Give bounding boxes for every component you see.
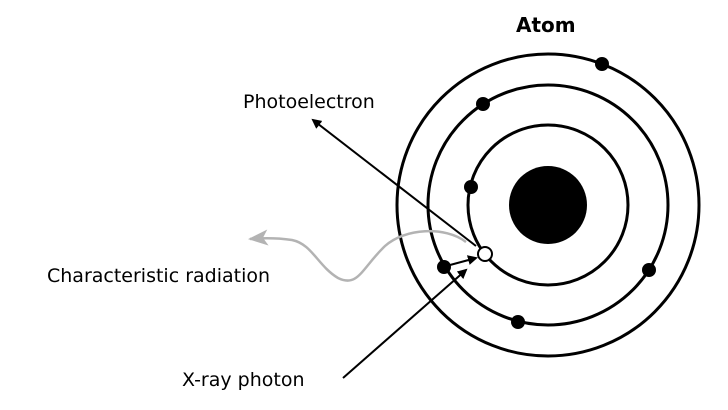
photoelectron-arrow — [311, 118, 477, 247]
electron-middle-bottom — [511, 315, 525, 329]
diagram-title: Atom — [516, 13, 576, 37]
photoelectron-label: Photoelectron — [243, 91, 375, 113]
electron-middle-top — [476, 97, 490, 111]
characteristic-radiation-label: Characteristic radiation — [47, 265, 271, 287]
electron-middle-left — [437, 260, 451, 274]
xray-photon-label: X-ray photon — [182, 369, 305, 391]
inner-shell — [466, 123, 630, 287]
electron-outer-top — [595, 57, 609, 71]
vacancy — [477, 246, 493, 262]
transition-arrow — [449, 255, 478, 266]
nucleus — [509, 166, 587, 244]
electron-inner — [464, 180, 478, 194]
characteristic-radiation-arrow — [248, 229, 467, 282]
middle-shell — [426, 83, 670, 327]
electron-middle-right — [642, 263, 656, 277]
xray-photon-arrow — [342, 268, 468, 379]
outer-shell — [395, 52, 701, 358]
